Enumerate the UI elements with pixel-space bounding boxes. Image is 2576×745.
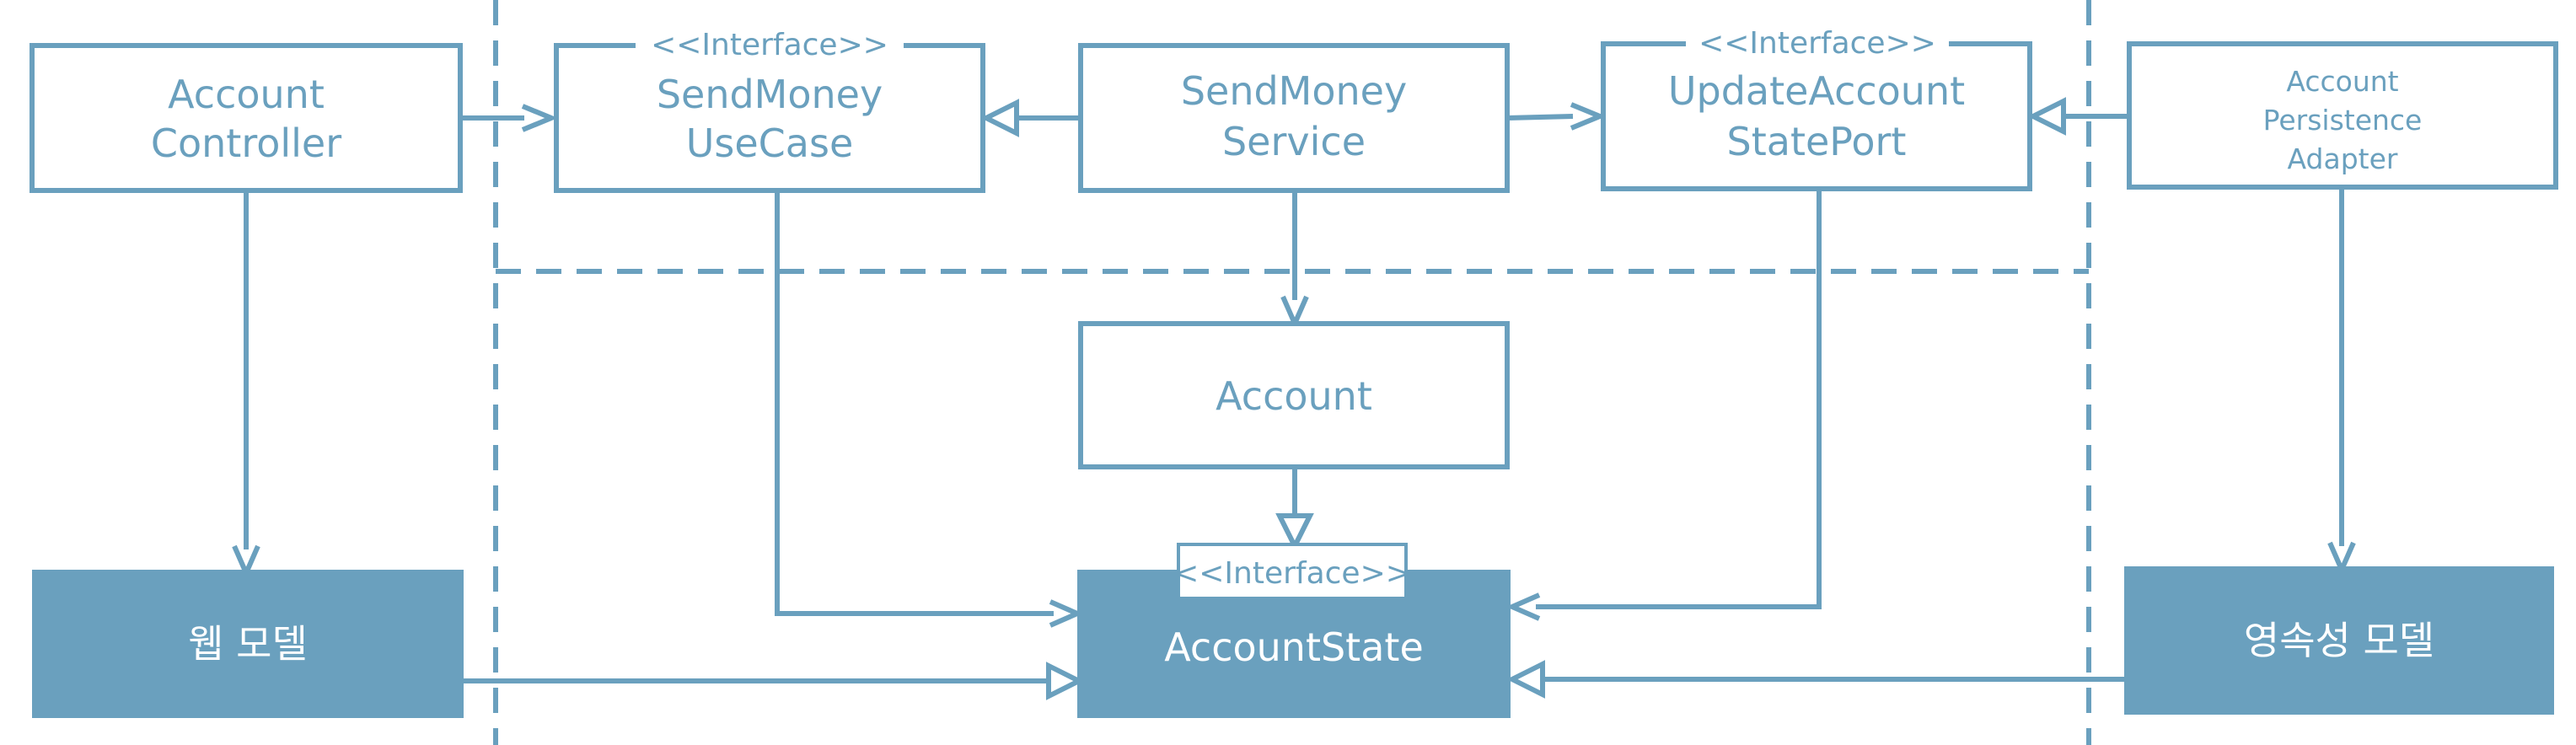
edge-adapter-to-persistencemodel xyxy=(2327,187,2356,576)
node-account: Account xyxy=(1078,321,1510,469)
edge-webmodel-implements-accountstate xyxy=(464,662,1085,700)
edge-service-to-port xyxy=(1506,102,1607,131)
node-account-controller: Account Controller xyxy=(30,43,463,193)
node-label: 영속성 모델 xyxy=(2244,618,2434,663)
edge-persistencemodel-implements-accountstate xyxy=(1506,660,2124,699)
edge-usecase-to-accountstate xyxy=(775,190,1084,628)
node-web-model: 웹 모델 xyxy=(32,570,464,718)
edge-account-implements-accountstate xyxy=(1275,467,1314,552)
node-label: AccountState xyxy=(1164,624,1424,670)
node-label-line: Account xyxy=(168,72,325,117)
node-label-line: UseCase xyxy=(686,121,854,166)
node-persistence-model: 영속성 모델 xyxy=(2124,566,2554,715)
node-label-line: StatePort xyxy=(1727,119,1907,164)
node-label-line: Account xyxy=(2286,65,2398,98)
edge-service-to-account xyxy=(1280,190,1309,330)
node-account-persistence-adapter: Account Persistence Adapter xyxy=(2127,41,2558,190)
node-label: Account xyxy=(1216,373,1372,419)
node-label-line: Persistence xyxy=(2263,104,2423,137)
application-core-boundary xyxy=(493,0,2091,745)
edge-adapter-implements-port xyxy=(2027,97,2129,136)
node-label-line: UpdateAccount xyxy=(1668,68,1965,114)
node-update-account-state-port: <<Interface>> UpdateAccount StatePort xyxy=(1601,25,2032,191)
node-label-line: SendMoney xyxy=(1181,68,1407,114)
node-send-money-service: SendMoney Service xyxy=(1078,43,1510,193)
stereotype-label: <<Interface>> xyxy=(1173,556,1411,591)
edge-controller-to-webmodel xyxy=(232,190,260,580)
edge-controller-to-usecase xyxy=(460,104,558,132)
stereotype-label: <<Interface>> xyxy=(1699,26,1936,61)
edge-port-to-accountstate xyxy=(1505,189,1822,621)
node-send-money-use-case: <<Interface>> SendMoney UseCase xyxy=(554,27,985,193)
node-label: 웹 모델 xyxy=(188,621,308,667)
node-label-line: Controller xyxy=(151,121,341,166)
stereotype-label: <<Interface>> xyxy=(651,28,888,62)
node-label-line: Service xyxy=(1222,119,1366,164)
node-account-state: <<Interface>> AccountState xyxy=(1077,543,1511,718)
node-label-line: Adapter xyxy=(2288,142,2398,175)
node-label-line: SendMoney xyxy=(657,72,883,117)
edge-service-implements-usecase xyxy=(980,99,1079,137)
